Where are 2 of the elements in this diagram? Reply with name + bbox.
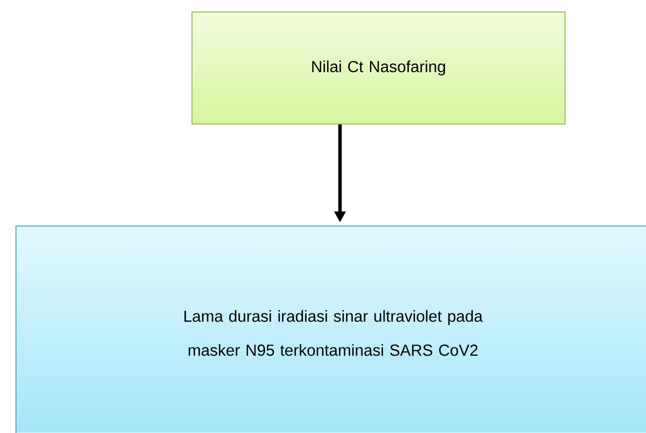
process-box: Nilai Ct Nasofaring bbox=[192, 12, 566, 124]
process-box: Lama durasi iradiasi sinar ultraviolet pada masker N95 terkontaminasi SARS CoV2 bbox=[16, 226, 646, 433]
